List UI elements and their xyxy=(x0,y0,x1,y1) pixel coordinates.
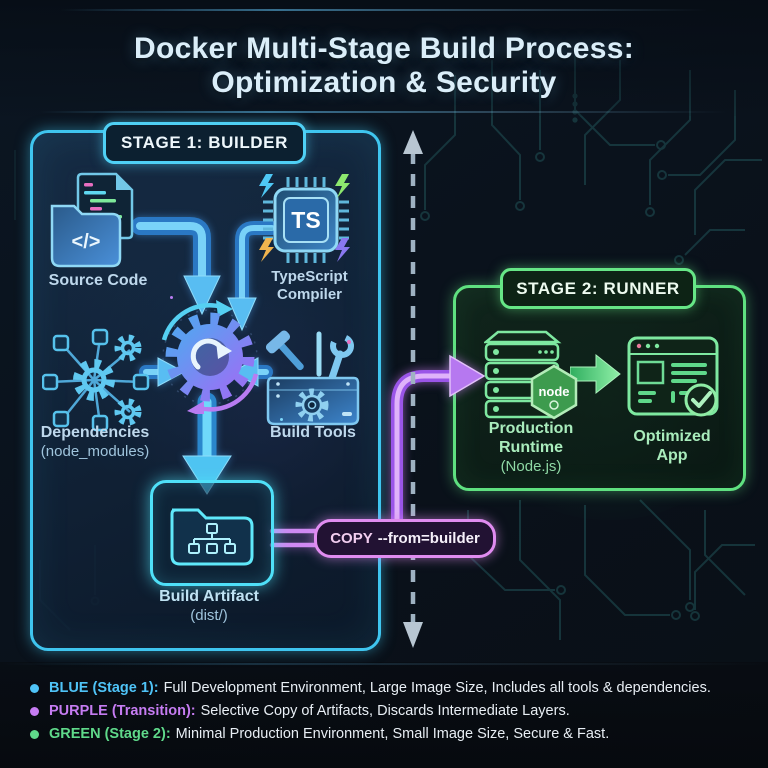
ts-compiler-label: TypeScript Compiler xyxy=(252,268,367,303)
build-artifact-label-line2: (dist/) xyxy=(190,606,228,624)
build-process-gear-icon xyxy=(161,300,259,414)
copy-args: --from=builder xyxy=(377,530,480,547)
build-tools-label: Build Tools xyxy=(270,424,356,441)
legend-text-purple: Selective Copy of Artifacts, Discards In… xyxy=(200,703,570,719)
legend-bullet-green xyxy=(30,729,39,739)
optimized-app-icon xyxy=(627,336,719,417)
dependencies-label: Dependencies (node_modules) xyxy=(25,424,165,461)
production-runtime-icon: node xyxy=(484,330,578,420)
title-band xyxy=(0,0,768,116)
optimized-app-label-line2: App xyxy=(656,446,688,464)
sparkle-decor xyxy=(170,296,173,299)
page-title-line1: Docker Multi-Stage Build Process: xyxy=(133,32,634,65)
dependencies-icon xyxy=(42,328,150,432)
stage2-header: STAGE 2: RUNNER xyxy=(500,268,696,309)
build-artifact-label-line1: Build Artifact xyxy=(159,588,259,605)
sparkle-decor xyxy=(280,418,283,421)
legend-row-purple: PURPLE (Transition): Selective Copy of A… xyxy=(30,703,570,719)
code-glyph: </> xyxy=(72,231,101,253)
ts-compiler-label-line2: Compiler xyxy=(276,285,342,303)
legend-topline xyxy=(0,663,768,665)
legend-text-green: Minimal Production Environment, Small Im… xyxy=(175,726,610,742)
production-runtime-label-line3: (Node.js) xyxy=(500,457,562,475)
legend-label-purple: PURPLE (Transition): xyxy=(49,703,196,719)
production-runtime-label-line2: Runtime xyxy=(499,438,563,456)
legend-text-blue: Full Development Environment, Large Imag… xyxy=(163,680,711,696)
bolt-green-icon xyxy=(335,174,350,198)
legend-row-green: GREEN (Stage 2): Minimal Production Envi… xyxy=(30,726,609,742)
production-runtime-label-line1: Production xyxy=(488,420,574,437)
build-artifact-folder-icon xyxy=(170,508,254,566)
legend-bullet-purple xyxy=(30,706,39,716)
ts-badge: TS xyxy=(291,207,320,233)
copy-from-builder-pill: COPY --from=builder xyxy=(314,519,496,558)
production-runtime-label: Production Runtime (Node.js) xyxy=(468,420,594,475)
title-underline xyxy=(40,111,728,113)
page-title: Docker Multi-Stage Build Process: Optimi… xyxy=(0,32,768,99)
source-code-icon: </> xyxy=(50,172,134,268)
sparkle-decor xyxy=(347,340,351,344)
top-hairline xyxy=(60,9,708,11)
typescript-chip-icon: TS xyxy=(259,174,350,263)
legend-band xyxy=(0,662,768,768)
build-artifact-frame xyxy=(150,480,274,586)
legend-bullet-blue xyxy=(30,683,39,693)
dependencies-label-line1: Dependencies xyxy=(40,424,150,441)
legend-label-green: GREEN (Stage 2): xyxy=(49,726,171,742)
optimized-app-label-line1: Optimized xyxy=(633,428,711,445)
node-badge: node xyxy=(538,384,569,399)
copy-command: COPY xyxy=(330,530,373,547)
ts-compiler-label-line1: TypeScript xyxy=(271,268,348,285)
optimized-app-label: Optimized App xyxy=(612,428,732,466)
stage1-header: STAGE 1: BUILDER xyxy=(103,122,306,164)
build-tools-icon xyxy=(266,330,360,426)
build-artifact-label: Build Artifact (dist/) xyxy=(143,588,275,625)
legend-label-blue: BLUE (Stage 1): xyxy=(49,680,159,696)
legend-row-blue: BLUE (Stage 1): Full Development Environ… xyxy=(30,680,711,696)
dependencies-label-line2: (node_modules) xyxy=(40,442,150,460)
page-title-line2: Optimization & Security xyxy=(211,65,557,99)
bolt-orange-icon xyxy=(259,238,274,262)
source-code-label: Source Code xyxy=(48,272,148,289)
bolt-purple-icon xyxy=(335,238,350,262)
bolt-blue-icon xyxy=(259,174,274,198)
